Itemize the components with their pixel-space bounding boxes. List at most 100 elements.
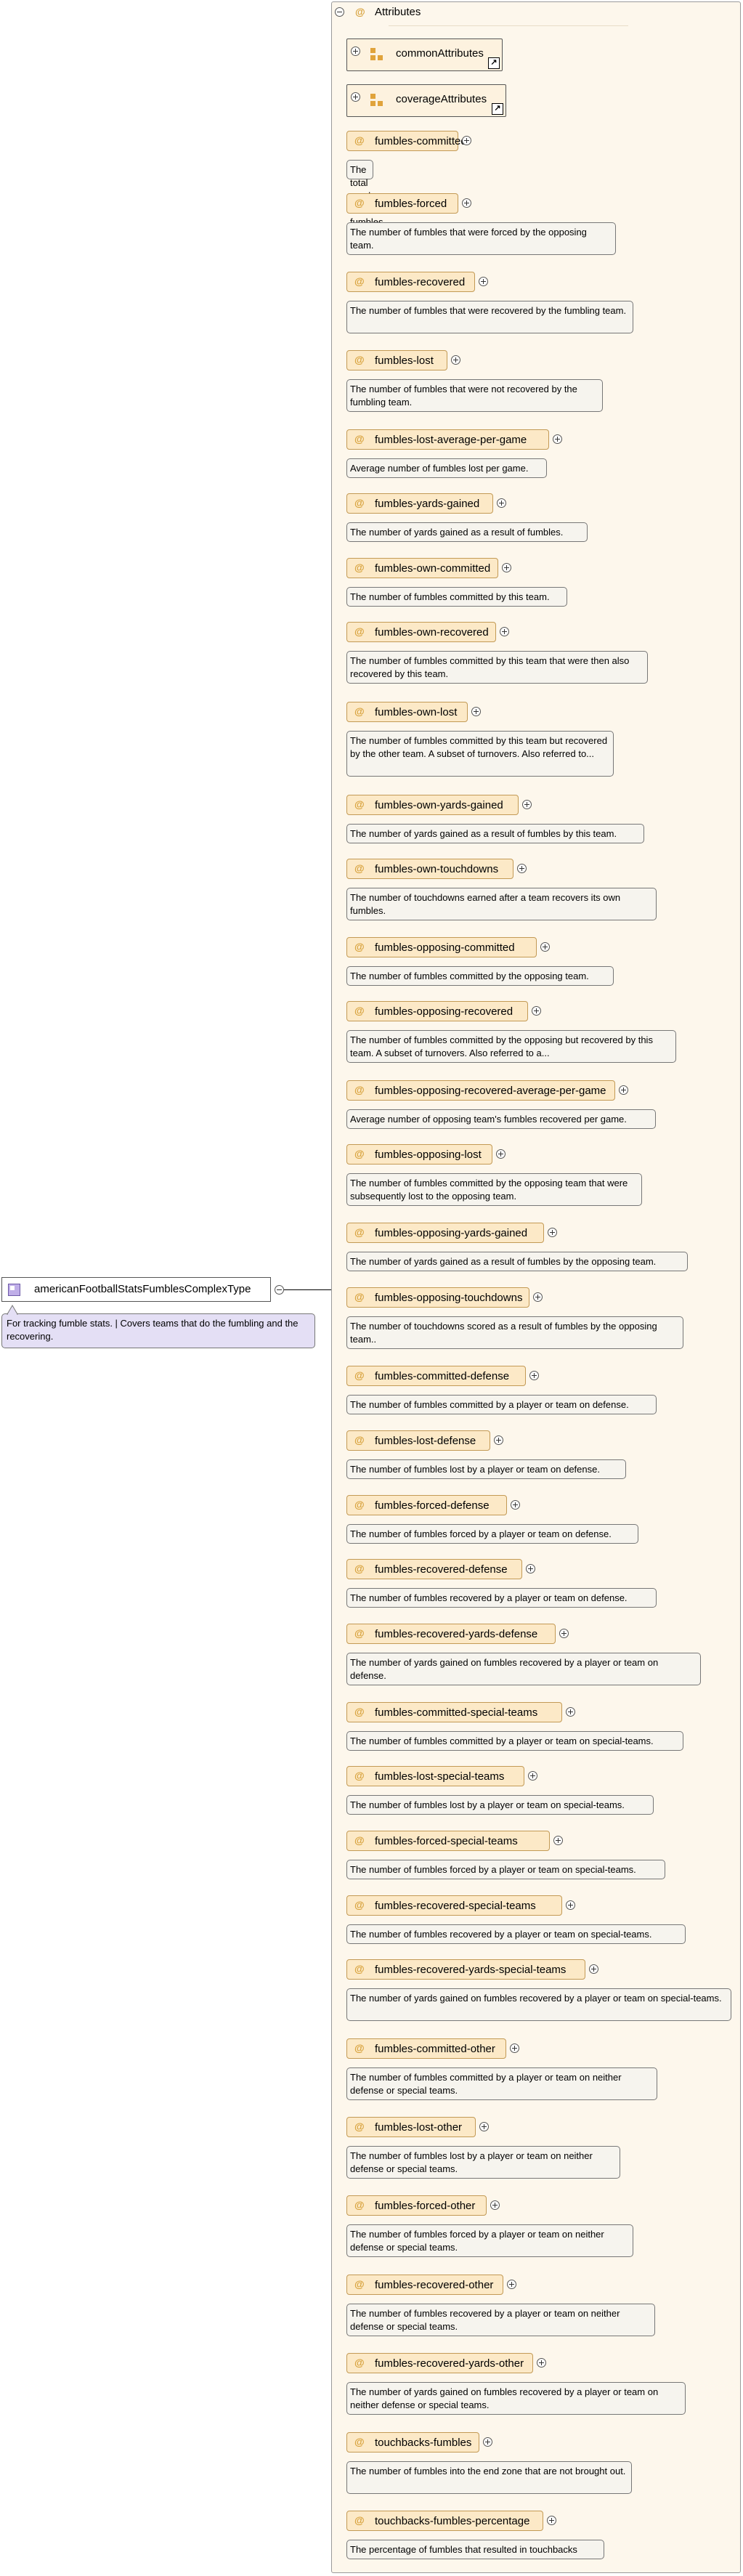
attribute-fumbles-opposing-recovered-average-per-game[interactable]: @fumbles-opposing-recovered-average-per-… bbox=[346, 1080, 615, 1101]
root-collapse-toggle[interactable] bbox=[275, 1285, 284, 1295]
attribute-documentation: The percentage of fumbles that resulted … bbox=[346, 2540, 604, 2559]
expand-toggle[interactable] bbox=[533, 1292, 543, 1302]
attribute-documentation: The number of fumbles committed by a pla… bbox=[346, 1395, 657, 1414]
attribute-fumbles-opposing-lost[interactable]: @fumbles-opposing-lost bbox=[346, 1144, 492, 1165]
attribute-icon: @ bbox=[354, 1369, 365, 1381]
expand-toggle[interactable] bbox=[511, 1500, 520, 1510]
attribute-icon: @ bbox=[354, 1706, 365, 1717]
attribute-fumbles-recovered-other[interactable]: @fumbles-recovered-other bbox=[346, 2275, 503, 2295]
expand-toggle[interactable] bbox=[547, 2516, 556, 2525]
expand-toggle[interactable] bbox=[559, 1629, 569, 1638]
attribute-documentation: The number of touchdowns earned after a … bbox=[346, 888, 657, 920]
expand-toggle[interactable] bbox=[500, 627, 509, 636]
attribute-fumbles-recovered-yards-other[interactable]: @fumbles-recovered-yards-other bbox=[346, 2353, 533, 2373]
attribute-name: fumbles-forced-special-teams bbox=[375, 1835, 518, 1847]
expand-toggle[interactable] bbox=[462, 198, 471, 208]
expand-toggle[interactable] bbox=[351, 92, 360, 102]
expand-toggle[interactable] bbox=[540, 942, 550, 952]
expand-toggle[interactable] bbox=[566, 1900, 575, 1910]
expand-toggle[interactable] bbox=[483, 2437, 492, 2447]
attribute-doc-text: The number of fumbles committed by a pla… bbox=[350, 1399, 629, 1410]
attribute-fumbles-opposing-yards-gained[interactable]: @fumbles-opposing-yards-gained bbox=[346, 1223, 544, 1243]
attribute-fumbles-committed-defense[interactable]: @fumbles-committed-defense bbox=[346, 1366, 526, 1386]
attribute-fumbles-opposing-touchdowns[interactable]: @fumbles-opposing-touchdowns bbox=[346, 1287, 529, 1308]
expand-toggle[interactable] bbox=[479, 2122, 489, 2131]
root-type-name: americanFootballStatsFumblesComplexType bbox=[34, 1283, 251, 1295]
attribute-documentation: The number of fumbles forced by a player… bbox=[346, 2224, 633, 2257]
expand-toggle[interactable] bbox=[548, 1228, 557, 1237]
expand-toggle[interactable] bbox=[537, 2358, 546, 2368]
expand-toggle[interactable] bbox=[589, 1964, 598, 1974]
attribute-fumbles-committed-other[interactable]: @fumbles-committed-other bbox=[346, 2038, 506, 2059]
expand-toggle[interactable] bbox=[462, 136, 471, 145]
expand-toggle[interactable] bbox=[517, 864, 527, 873]
attribute-touchbacks-fumbles-percentage[interactable]: @touchbacks-fumbles-percentage bbox=[346, 2511, 543, 2531]
attribute-doc-text: The number of fumbles lost by a player o… bbox=[350, 1464, 600, 1475]
reference-link-icon[interactable]: ↗ bbox=[488, 57, 500, 69]
attribute-fumbles-forced-defense[interactable]: @fumbles-forced-defense bbox=[346, 1495, 507, 1515]
expand-toggle[interactable] bbox=[528, 1771, 537, 1781]
attribute-name: fumbles-opposing-touchdowns bbox=[375, 1292, 523, 1304]
attribute-fumbles-own-lost[interactable]: @fumbles-own-lost bbox=[346, 702, 468, 722]
expand-toggle[interactable] bbox=[522, 800, 532, 809]
expand-toggle[interactable] bbox=[494, 1435, 503, 1445]
expand-toggle[interactable] bbox=[532, 1006, 541, 1016]
attribute-touchbacks-fumbles[interactable]: @touchbacks-fumbles bbox=[346, 2432, 479, 2453]
expand-toggle[interactable] bbox=[496, 1149, 506, 1159]
attribute-fumbles-lost-defense[interactable]: @fumbles-lost-defense bbox=[346, 1430, 490, 1451]
attribute-doc-text: The number of fumbles recovered by a pla… bbox=[350, 1929, 652, 1940]
attribute-fumbles-recovered-special-teams[interactable]: @fumbles-recovered-special-teams bbox=[346, 1895, 562, 1916]
expand-toggle[interactable] bbox=[619, 1085, 628, 1095]
attribute-fumbles-opposing-recovered[interactable]: @fumbles-opposing-recovered bbox=[346, 1001, 528, 1021]
attribute-fumbles-own-recovered[interactable]: @fumbles-own-recovered bbox=[346, 622, 496, 642]
attribute-name: fumbles-committed bbox=[375, 135, 467, 147]
attribute-fumbles-lost-other[interactable]: @fumbles-lost-other bbox=[346, 2117, 476, 2137]
attribute-fumbles-committed[interactable]: @ fumbles-committed bbox=[346, 131, 467, 151]
expand-toggle[interactable] bbox=[566, 1707, 575, 1717]
expand-toggle[interactable] bbox=[471, 707, 481, 716]
attribute-fumbles-committed-special-teams[interactable]: @fumbles-committed-special-teams bbox=[346, 1702, 562, 1722]
attributes-collapse-toggle[interactable] bbox=[335, 7, 344, 17]
attribute-fumbles-lost-average-per-game[interactable]: @fumbles-lost-average-per-game bbox=[346, 429, 549, 450]
attribute-doc-text: The number of yards gained as a result o… bbox=[350, 527, 564, 538]
attribute-fumbles-opposing-committed[interactable]: @fumbles-opposing-committed bbox=[346, 937, 537, 957]
expand-toggle[interactable] bbox=[502, 563, 511, 572]
attribute-group-icon bbox=[370, 94, 383, 107]
attribute-name: fumbles-lost-other bbox=[375, 2121, 463, 2134]
expand-toggle[interactable] bbox=[451, 355, 460, 365]
expand-toggle[interactable] bbox=[529, 1371, 539, 1380]
attribute-fumbles-recovered-yards-defense[interactable]: @fumbles-recovered-yards-defense bbox=[346, 1624, 556, 1644]
attribute-icon: @ bbox=[354, 134, 365, 146]
title-underline bbox=[389, 25, 628, 26]
attribute-fumbles-forced[interactable]: @fumbles-forced bbox=[346, 193, 458, 214]
expand-toggle[interactable] bbox=[490, 2200, 500, 2210]
group-common-attributes[interactable]: commonAttributes ↗ bbox=[346, 39, 503, 71]
attribute-fumbles-forced-other[interactable]: @fumbles-forced-other bbox=[346, 2195, 487, 2216]
attribute-fumbles-own-yards-gained[interactable]: @fumbles-own-yards-gained bbox=[346, 795, 519, 815]
root-complex-type[interactable]: americanFootballStatsFumblesComplexType bbox=[1, 1277, 271, 1302]
attribute-fumbles-recovered-yards-special-teams[interactable]: @fumbles-recovered-yards-special-teams bbox=[346, 1959, 585, 1980]
expand-toggle[interactable] bbox=[553, 1836, 563, 1845]
attribute-fumbles-lost[interactable]: @fumbles-lost bbox=[346, 350, 447, 370]
expand-toggle[interactable] bbox=[479, 277, 488, 286]
expand-toggle[interactable] bbox=[553, 434, 562, 444]
reference-link-icon[interactable]: ↗ bbox=[492, 103, 503, 115]
attribute-documentation: The number of fumbles committed by this … bbox=[346, 651, 648, 684]
attribute-fumbles-recovered[interactable]: @fumbles-recovered bbox=[346, 272, 475, 292]
attribute-fumbles-own-touchdowns[interactable]: @fumbles-own-touchdowns bbox=[346, 859, 513, 879]
expand-toggle[interactable] bbox=[351, 46, 360, 56]
attribute-fumbles-own-committed[interactable]: @fumbles-own-committed bbox=[346, 558, 498, 578]
root-doc-text: For tracking fumble stats. | Covers team… bbox=[7, 1318, 299, 1342]
attribute-fumbles-forced-special-teams[interactable]: @ fumbles-forced-special-teams bbox=[346, 1831, 550, 1851]
attribute-fumbles-lost-special-teams[interactable]: @fumbles-lost-special-teams bbox=[346, 1766, 524, 1786]
attribute-fumbles-recovered-defense[interactable]: @fumbles-recovered-defense bbox=[346, 1559, 522, 1579]
group-coverage-attributes[interactable]: coverageAttributes ↗ bbox=[346, 84, 506, 117]
attribute-icon: @ bbox=[354, 1834, 365, 1846]
expand-toggle[interactable] bbox=[497, 498, 506, 508]
attribute-name: fumbles-opposing-recovered-average-per-g… bbox=[375, 1085, 606, 1097]
expand-toggle[interactable] bbox=[526, 1564, 535, 1573]
attribute-doc-text: The number of yards gained as a result o… bbox=[350, 1256, 657, 1267]
attribute-fumbles-yards-gained[interactable]: @fumbles-yards-gained bbox=[346, 493, 493, 514]
expand-toggle[interactable] bbox=[507, 2280, 516, 2289]
expand-toggle[interactable] bbox=[510, 2044, 519, 2053]
